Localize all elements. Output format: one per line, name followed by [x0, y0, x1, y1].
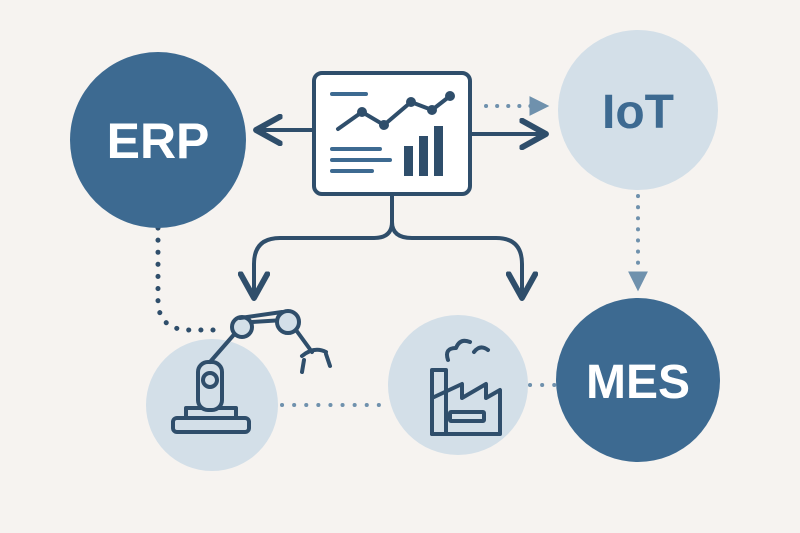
trend-point [427, 105, 437, 115]
connector-dashboard-factory [390, 220, 522, 298]
robot-node[interactable] [146, 309, 332, 471]
trend-point [445, 91, 455, 101]
factory-node[interactable] [388, 315, 528, 455]
trend-point [379, 120, 389, 130]
dashboard-bar [434, 126, 443, 176]
trend-point [406, 97, 416, 107]
dashboard-bar [404, 146, 413, 176]
iot-circle [558, 30, 718, 190]
connector-erp-robot [155, 225, 223, 333]
factory-icon [430, 338, 502, 436]
connector-dashboard-split [254, 192, 394, 298]
dashboard-frame [312, 71, 472, 196]
mes-node[interactable]: MES [556, 298, 720, 462]
dashboard-analytics-icon[interactable] [312, 71, 472, 196]
erp-node[interactable]: ERP [70, 52, 246, 228]
robotic-arm-icon [171, 309, 332, 434]
erp-label: ERP [107, 113, 210, 169]
mes-label: MES [586, 356, 690, 409]
mes-circle [556, 298, 720, 462]
iot-node[interactable]: IoT [558, 30, 718, 190]
iot-label: IoT [602, 86, 674, 139]
dashboard-bar [419, 136, 428, 176]
trend-point [357, 107, 367, 117]
erp-circle [70, 52, 246, 228]
